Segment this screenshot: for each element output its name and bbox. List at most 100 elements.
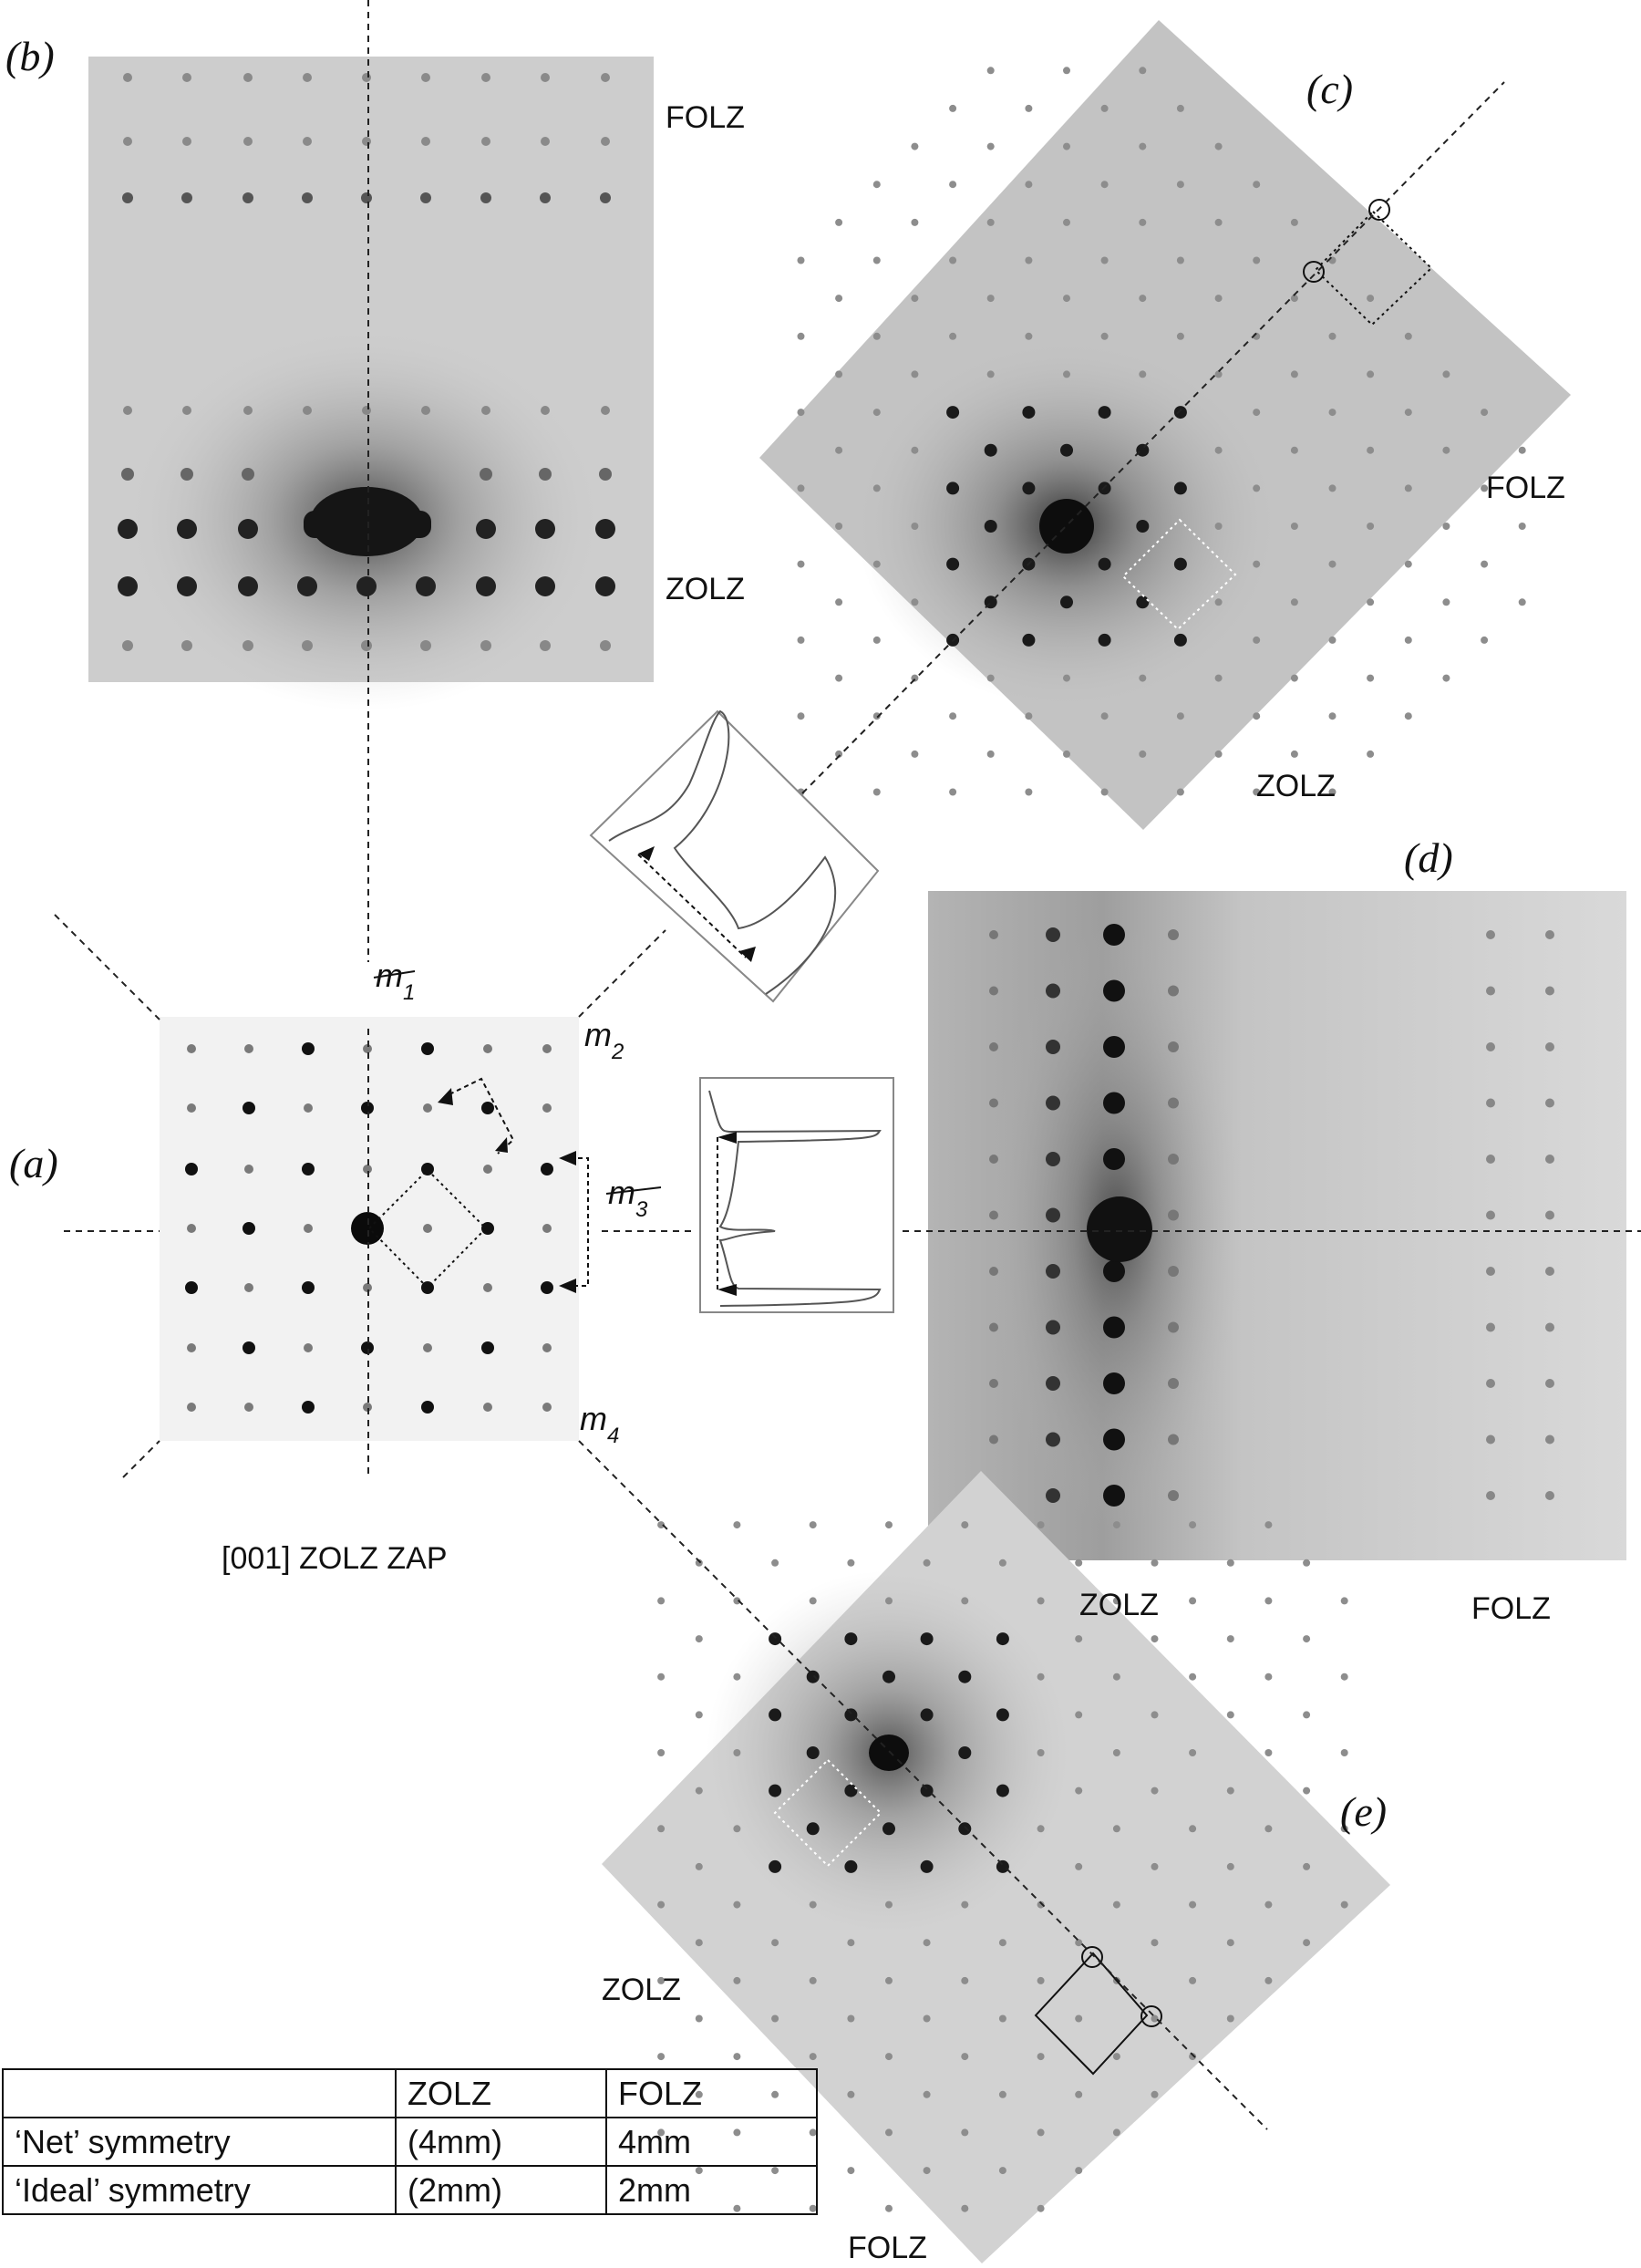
diffraction-spot [695,1939,703,1947]
diffraction-spot [1168,1434,1179,1445]
diffraction-spot [986,67,995,75]
diffraction-spot [949,256,957,264]
diffraction-spot [421,137,430,146]
diffraction-spot [1404,409,1412,417]
diffraction-spot [1168,929,1179,940]
diffraction-spot [421,1281,434,1294]
diffraction-spot [122,640,133,651]
diffraction-spot [1103,1372,1125,1394]
diffraction-spot [1151,1862,1159,1870]
diffraction-spot [1168,1378,1179,1389]
diffraction-spot [243,640,253,651]
diffraction-spot [1151,2014,1159,2023]
diffraction-spot [361,1102,374,1114]
diffraction-spot [1037,2204,1045,2212]
panel-b-label: (b) [5,33,55,79]
diffraction-spot [1025,712,1033,720]
diffraction-spot [244,1044,253,1053]
diffraction-spot [847,1939,855,1947]
diffraction-spot [1063,295,1070,303]
diffraction-spot [847,2090,855,2098]
diffraction-spot [1290,674,1298,682]
diffraction-spot [1112,1673,1120,1681]
diffraction-spot [809,2053,817,2061]
diffraction-spot [1168,1209,1179,1221]
diffraction-spot [187,1403,196,1412]
diffraction-spot [1139,142,1147,150]
diffraction-spot [1328,712,1337,720]
diffraction-spot [1518,598,1526,606]
diffraction-spot [1264,1597,1273,1605]
diffraction-spot [1136,595,1150,609]
diffraction-spot [541,137,550,146]
diffraction-spot [835,674,843,682]
diffraction-spot [1151,1559,1159,1567]
table-cell: (4mm) [395,2117,607,2167]
diffraction-spot [1112,2128,1120,2137]
diffraction-spot [541,1281,553,1294]
diffraction-spot [1442,370,1450,378]
diffraction-spot [923,1939,931,1947]
diffraction-spot [1404,636,1412,644]
panel-d-spots [989,924,1554,1507]
diffraction-spot [1025,104,1033,112]
diffraction-spot [1303,1786,1311,1795]
diffraction-spot [771,1939,779,1947]
diffraction-spot [961,1976,969,1984]
diffraction-spot [885,1900,893,1909]
symmetry-table: ZOLZ FOLZ ‘Net’ symmetry (4mm) 4mm ‘Idea… [2,2068,818,2215]
diffraction-spot [1176,256,1184,264]
diffraction-spot [177,576,197,596]
diffraction-spot [1098,557,1111,571]
table-header-cell: ZOLZ [395,2068,607,2118]
diffraction-spot [733,1900,741,1909]
diffraction-spot [1063,218,1070,226]
diffraction-spot [1328,484,1337,492]
diffraction-spot [835,750,843,758]
diffraction-spot [540,192,551,203]
diffraction-spot [657,1521,666,1529]
diffraction-spot [1367,598,1375,606]
diffraction-spot [1025,256,1033,264]
diffraction-spot [797,636,805,644]
diffraction-spot [797,712,805,720]
diffraction-spot [923,2167,931,2175]
panel-c-spots [797,67,1526,796]
diffraction-spot [657,1976,666,1984]
diffraction-spot [920,1632,934,1646]
diffraction-spot [1037,1900,1045,1909]
diffraction-spot [911,218,919,226]
diffraction-spot [885,2128,893,2137]
diffraction-spot [177,519,197,539]
diffraction-spot [1214,523,1223,530]
diffraction-spot [657,1749,666,1756]
diffraction-spot [797,560,805,568]
panel-b-folz-label: FOLZ [666,100,745,135]
diffraction-spot [733,1825,741,1833]
diffraction-spot [1151,1635,1159,1643]
svg-text:m2: m2 [584,1016,624,1064]
diffraction-spot [182,406,191,415]
diffraction-spot [1367,295,1375,303]
diffraction-spot [986,218,995,226]
mirror-line-m2-left [54,914,160,1020]
diffraction-spot [961,1521,969,1529]
diffraction-spot [1168,1154,1179,1165]
diffraction-spot [1037,1673,1045,1681]
diffraction-spot [122,192,133,203]
diffraction-spot [1103,1316,1125,1339]
panel-e-spots [657,1521,1348,2212]
mirror-label-m4: m4 [580,1400,619,1448]
panel-e-folz-label: FOLZ [848,2231,927,2265]
diffraction-spot [361,640,372,651]
table-cell: (2mm) [395,2165,607,2215]
diffraction-spot [949,332,957,340]
diffraction-spot [1100,332,1109,340]
diffraction-spot [1486,1322,1495,1332]
panel-a-spots [185,1042,553,1414]
diffraction-spot [949,788,957,796]
diffraction-spot [946,482,960,495]
diffraction-spot [695,1786,703,1795]
diffraction-spot [303,406,312,415]
diffraction-spot [998,2014,1006,2023]
